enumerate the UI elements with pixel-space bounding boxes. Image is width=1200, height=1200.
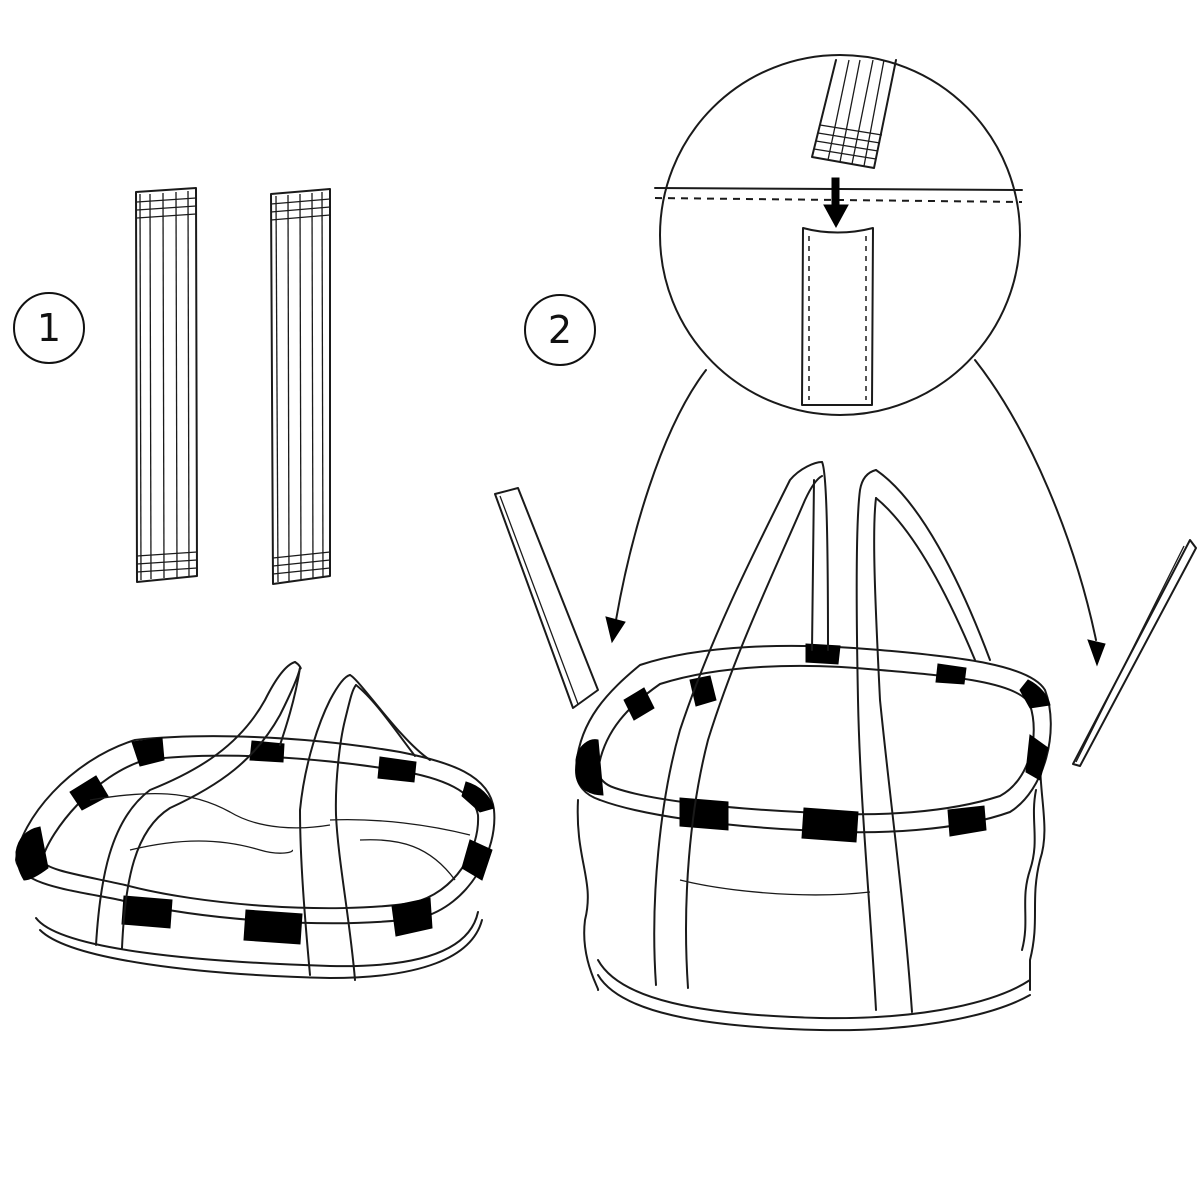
step-2-number: 2 (547, 308, 573, 352)
stiffener-bar-left (494, 487, 599, 709)
curved-arrow-right (974, 359, 1097, 641)
step-1-label: 1 (13, 292, 85, 364)
insert-arrow-icon (823, 177, 849, 229)
step-1-number: 1 (36, 306, 62, 350)
expanded-bag (575, 461, 1052, 1032)
step-2-label: 2 (524, 294, 596, 366)
stiffener-bar-2 (270, 188, 331, 585)
collapsed-bag (15, 661, 496, 981)
arrow-head-right-icon (1087, 639, 1106, 667)
detail-bar-end (811, 59, 897, 169)
stiffener-bar-right (1072, 539, 1197, 767)
curved-arrow-left (615, 369, 707, 621)
stiffener-bar-1 (135, 187, 198, 583)
arrow-head-left-icon (605, 616, 626, 644)
detail-magnifier (654, 54, 1023, 416)
